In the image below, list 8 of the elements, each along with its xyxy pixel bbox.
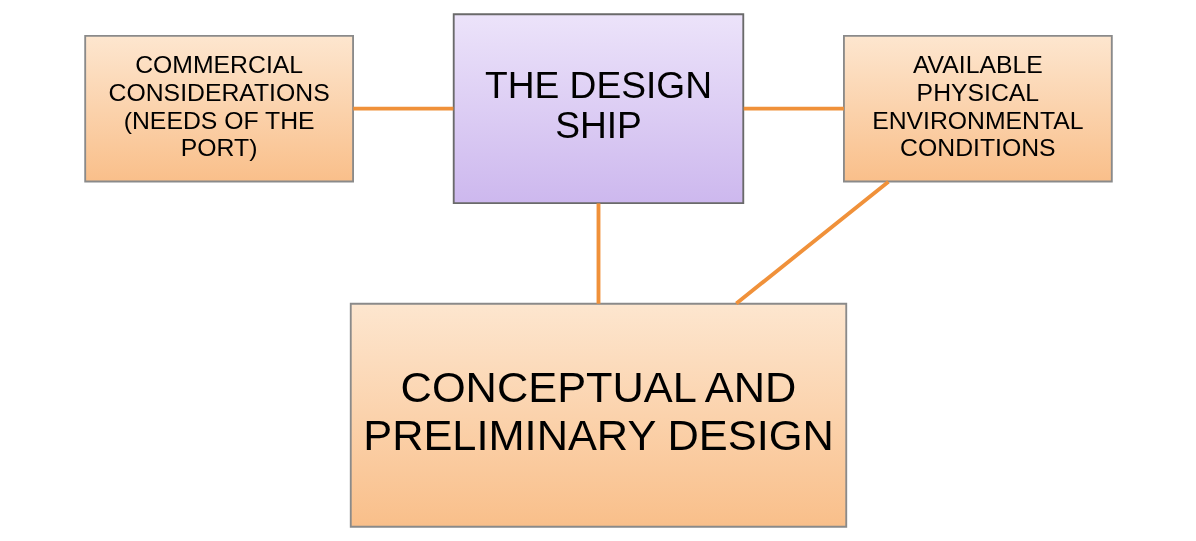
node-box: CONCEPTUAL AND PRELIMINARY DESIGN — [349, 302, 847, 528]
connector — [743, 106, 844, 111]
connector — [596, 203, 600, 304]
node-box: AVAILABLE PHYSICAL ENVIRONMENTAL CONDITIONS — [842, 35, 1113, 183]
node-box: COMMERCIAL CONSIDERATIONS (NEEDS OF THE PORT) — [83, 35, 354, 183]
connector — [352, 106, 453, 111]
node-box: THE DESIGN SHIP — [452, 13, 744, 205]
connector — [734, 180, 890, 305]
